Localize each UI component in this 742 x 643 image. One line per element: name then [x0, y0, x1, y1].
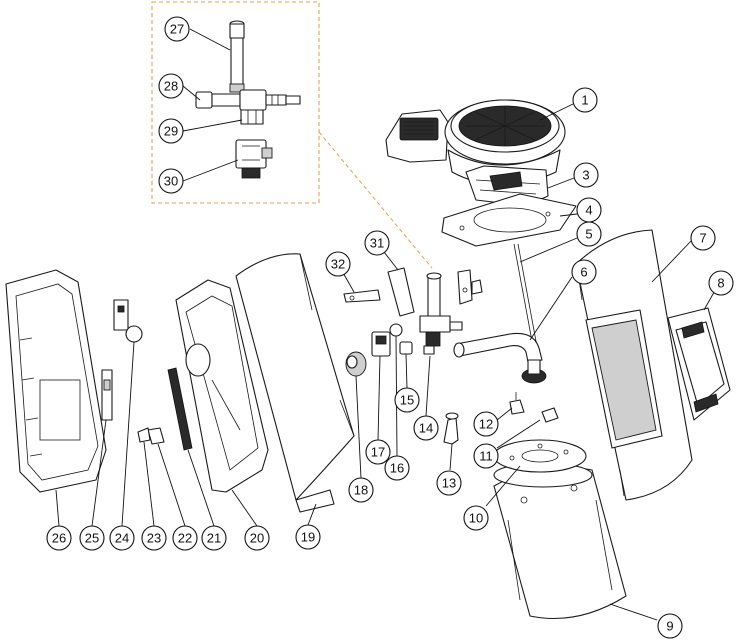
part-13-elbow-fitting — [443, 412, 459, 445]
detail-inset-link-line — [318, 131, 433, 269]
callout-11: 11 — [473, 443, 499, 469]
callout-32-label: 32 — [331, 257, 345, 272]
part-19-inner-shield — [235, 253, 355, 513]
callout-12: 12 — [473, 411, 499, 437]
part-9-base-cylinder — [493, 462, 627, 620]
callout-5: 5 — [576, 221, 602, 247]
part-6-burner-tube — [453, 332, 547, 384]
part-28-tee-fitting — [195, 89, 301, 111]
callout-31: 31 — [364, 230, 390, 256]
part-32-bracket — [343, 289, 381, 303]
callout-15: 15 — [394, 387, 420, 413]
callout-6-label: 6 — [580, 265, 587, 280]
callout-30-label: 30 — [164, 174, 178, 189]
callout-16: 16 — [384, 455, 410, 481]
part-4-bracket — [457, 269, 483, 305]
callout-9-label: 9 — [666, 619, 673, 634]
part-14-nut — [423, 345, 435, 355]
callout-7-label: 7 — [699, 231, 706, 246]
callout-8: 8 — [708, 270, 734, 296]
part-21-strip — [167, 367, 193, 451]
part-22-clip — [147, 427, 165, 445]
callout-14-label: 14 — [419, 421, 433, 436]
part-27-vertical-tube — [229, 20, 245, 93]
callout-20: 20 — [244, 525, 270, 551]
callout-24-label: 24 — [115, 531, 129, 546]
part-31-valve-assembly — [419, 272, 463, 347]
part-15-fitting — [399, 341, 413, 355]
callout-10: 10 — [463, 505, 489, 531]
callout-20-label: 20 — [250, 531, 264, 546]
callout-3: 3 — [573, 162, 599, 188]
callout-4: 4 — [576, 197, 602, 223]
callout-1-label: 1 — [581, 93, 588, 108]
callout-31-label: 31 — [370, 236, 384, 251]
callout-21: 21 — [201, 525, 227, 551]
callout-28-label: 28 — [164, 79, 178, 94]
callout-28: 28 — [158, 73, 184, 99]
callout-1: 1 — [572, 87, 598, 113]
callout-13: 13 — [436, 470, 462, 496]
callout-19-label: 19 — [301, 530, 315, 545]
callout-18-label: 18 — [354, 483, 368, 498]
part-12-clip — [509, 392, 525, 415]
callout-30: 30 — [158, 168, 184, 194]
part-8-handle — [667, 307, 731, 421]
callout-27: 27 — [164, 16, 190, 42]
callout-14: 14 — [413, 415, 439, 441]
callout-29: 29 — [158, 118, 184, 144]
callout-15-label: 15 — [400, 393, 414, 408]
callout-16-label: 16 — [390, 461, 404, 476]
part-30-valve-body — [235, 139, 273, 179]
part-25-bracket — [101, 369, 113, 421]
part-5-rod — [513, 243, 539, 353]
callout-4-label: 4 — [585, 203, 592, 218]
part-31-plate — [387, 267, 415, 317]
callout-13-label: 13 — [442, 476, 456, 491]
callout-26-label: 26 — [52, 531, 66, 546]
callout-19: 19 — [295, 524, 321, 550]
part-16-knob — [389, 323, 403, 337]
part-10-burner-plate — [493, 439, 587, 473]
callout-23: 23 — [141, 525, 167, 551]
callout-11-label: 11 — [479, 449, 493, 464]
callout-25: 25 — [79, 525, 105, 551]
part-11-clip — [541, 407, 559, 423]
callout-17: 17 — [365, 439, 391, 465]
part-20-side-panel — [175, 279, 269, 493]
callouts: 1 3 4 5 6 7 8 9 — [46, 16, 734, 639]
callout-21-label: 21 — [207, 531, 221, 546]
callout-25-label: 25 — [85, 531, 99, 546]
callout-22-label: 22 — [178, 531, 192, 546]
callout-7: 7 — [690, 225, 716, 251]
part-17-piezo — [371, 331, 391, 357]
callout-26: 26 — [46, 525, 72, 551]
part-3-gasket-plate — [441, 193, 577, 247]
part-26-rear-housing — [5, 269, 107, 493]
callout-6: 6 — [571, 259, 597, 285]
part-18-knob — [345, 351, 367, 377]
callout-18: 18 — [348, 477, 374, 503]
detail-inset-frame — [151, 1, 320, 204]
callout-12-label: 12 — [479, 417, 493, 432]
callout-32: 32 — [325, 251, 351, 277]
callout-22: 22 — [172, 525, 198, 551]
part-7-outer-shell — [575, 229, 693, 501]
callout-23-label: 23 — [147, 531, 161, 546]
callout-8-label: 8 — [717, 276, 724, 291]
callout-29-label: 29 — [164, 124, 178, 139]
part-24-switch — [113, 299, 143, 343]
callout-27-label: 27 — [170, 22, 184, 37]
part-1-fan-housing — [385, 99, 566, 186]
callout-10-label: 10 — [469, 511, 483, 526]
callout-3-label: 3 — [582, 168, 589, 183]
callout-5-label: 5 — [585, 227, 592, 242]
callout-24: 24 — [109, 525, 135, 551]
callout-17-label: 17 — [371, 445, 385, 460]
part-29-lock-nut — [240, 109, 264, 125]
part-23-clip — [137, 427, 151, 443]
callout-9: 9 — [657, 613, 683, 639]
